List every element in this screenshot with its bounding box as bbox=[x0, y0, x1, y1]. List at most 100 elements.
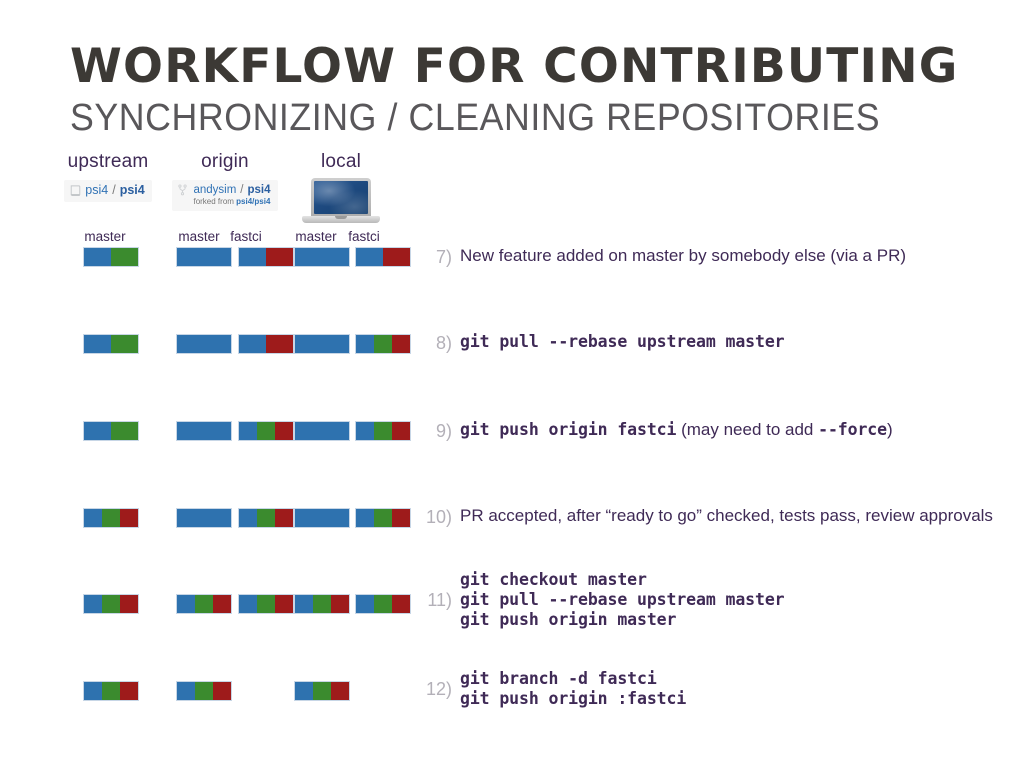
commit-segment-blue bbox=[356, 335, 374, 353]
branch-bar-origin-master bbox=[176, 508, 232, 528]
commit-segment-red bbox=[120, 509, 138, 527]
branch-label-row: master master fastci master fastci bbox=[0, 228, 1024, 246]
repo-badge-upstream[interactable]: psi4 / psi4 bbox=[64, 180, 152, 202]
branch-bar-origin-master bbox=[176, 594, 232, 614]
repo-badge-origin[interactable]: andysim / psi4 forked from psi4/psi4 bbox=[172, 180, 278, 211]
step-line: New feature added on master by somebody … bbox=[460, 246, 906, 266]
column-label-local: local bbox=[320, 151, 362, 172]
branch-bar-origin-fastci bbox=[238, 247, 294, 267]
forked-from-link[interactable]: psi4/psi4 bbox=[236, 197, 271, 206]
step-line: git pull --rebase upstream master bbox=[460, 332, 785, 352]
commit-segment-red bbox=[331, 595, 349, 613]
step-text: git pull --rebase upstream master bbox=[460, 332, 785, 352]
branch-bar-upstream-master bbox=[83, 421, 139, 441]
commit-segment-green bbox=[257, 509, 275, 527]
step-line: git pull --rebase upstream master bbox=[460, 590, 785, 610]
column-label-origin: origin bbox=[201, 151, 249, 172]
git-command: git push origin master bbox=[460, 610, 677, 629]
branch-bar-origin-master bbox=[176, 334, 232, 354]
commit-segment-green bbox=[102, 509, 120, 527]
commit-segment-red bbox=[392, 335, 410, 353]
branch-bar-local-fastci bbox=[355, 594, 411, 614]
commit-segment-green bbox=[374, 595, 392, 613]
commit-segment-blue bbox=[239, 335, 266, 353]
repo-forked-from: forked from psi4/psi4 bbox=[178, 197, 270, 207]
commit-segment-blue bbox=[84, 509, 102, 527]
commit-segment-blue bbox=[295, 509, 349, 527]
branch-bar-local-master bbox=[294, 681, 350, 701]
commit-segment-blue bbox=[239, 422, 257, 440]
step-number: 9) bbox=[435, 421, 452, 441]
commit-segment-blue bbox=[295, 248, 349, 266]
step-line: PR accepted, after “ready to go” checked… bbox=[460, 506, 993, 526]
commit-segment-red bbox=[275, 509, 293, 527]
commit-segment-red bbox=[331, 682, 349, 700]
branch-bar-origin-fastci bbox=[238, 594, 294, 614]
column-label-upstream: upstream bbox=[67, 151, 149, 172]
repo-owner-upstream[interactable]: psi4 bbox=[85, 183, 109, 197]
page-subtitle: SYNCHRONIZING / CLEANING REPOSITORIES bbox=[70, 97, 881, 139]
commit-segment-green bbox=[313, 682, 331, 700]
commit-segment-blue bbox=[84, 335, 111, 353]
repo-separator-upstream: / bbox=[112, 183, 116, 197]
commit-segment-green bbox=[195, 682, 213, 700]
branch-bar-origin-fastci bbox=[238, 421, 294, 441]
repo-owner-origin[interactable]: andysim bbox=[193, 184, 237, 196]
git-command: git checkout master bbox=[460, 570, 647, 589]
commit-segment-blue bbox=[177, 335, 231, 353]
step-line: git branch -d fastci bbox=[460, 669, 686, 689]
commit-segment-blue bbox=[84, 422, 111, 440]
branch-bar-upstream-master bbox=[83, 508, 139, 528]
page-title: WORKFLOW FOR CONTRIBUTING bbox=[70, 39, 959, 94]
commit-segment-green bbox=[102, 595, 120, 613]
step-line: git push origin :fastci bbox=[460, 689, 686, 709]
commit-segment-red bbox=[120, 595, 138, 613]
branch-bar-origin-fastci bbox=[238, 508, 294, 528]
branch-bar-origin-master bbox=[176, 681, 232, 701]
git-command: git pull --rebase upstream master bbox=[460, 590, 785, 609]
step-line: git push origin fastci (may need to add … bbox=[460, 420, 893, 440]
column-upstream: upstream psi4 / psi4 bbox=[46, 150, 170, 202]
step-text: git push origin fastci (may need to add … bbox=[460, 420, 893, 440]
commit-segment-blue bbox=[177, 682, 195, 700]
commit-segment-blue bbox=[295, 335, 349, 353]
step-number: 7) bbox=[435, 247, 452, 267]
forked-from-prefix: forked from bbox=[193, 197, 237, 206]
commit-segment-blue bbox=[356, 509, 374, 527]
commit-segment-green bbox=[257, 422, 275, 440]
commit-segment-blue bbox=[177, 248, 231, 266]
step-number: 8) bbox=[435, 333, 452, 353]
git-command: git push origin fastci bbox=[460, 420, 677, 439]
workflow-step: 9) git push origin fastci (may need to ad… bbox=[424, 420, 893, 442]
git-command: --force bbox=[818, 420, 887, 439]
branch-label-origin-master: master bbox=[178, 229, 220, 244]
repo-separator-origin: / bbox=[240, 184, 244, 196]
commit-segment-red bbox=[392, 595, 410, 613]
branch-bar-upstream-master bbox=[83, 594, 139, 614]
step-text: New feature added on master by somebody … bbox=[460, 246, 906, 266]
commit-segment-blue bbox=[84, 248, 111, 266]
commit-segment-red bbox=[266, 335, 293, 353]
workflow-step: 8) git pull --rebase upstream master bbox=[424, 332, 785, 354]
branch-label-local-master: master bbox=[295, 229, 337, 244]
commit-segment-green bbox=[111, 335, 138, 353]
git-command: git pull --rebase upstream master bbox=[460, 332, 785, 351]
branch-bar-local-fastci bbox=[355, 421, 411, 441]
commit-segment-blue bbox=[84, 595, 102, 613]
commit-segment-blue bbox=[295, 682, 313, 700]
commit-segment-blue bbox=[356, 248, 383, 266]
commit-segment-red bbox=[266, 248, 293, 266]
git-command: git push origin :fastci bbox=[460, 689, 687, 708]
repo-icon bbox=[70, 184, 81, 197]
commit-segment-red bbox=[213, 682, 231, 700]
commit-segment-green bbox=[195, 595, 213, 613]
commit-segment-blue bbox=[295, 595, 313, 613]
repo-name-origin[interactable]: psi4 bbox=[247, 184, 271, 196]
branch-bar-upstream-master bbox=[83, 247, 139, 267]
repo-name-upstream[interactable]: psi4 bbox=[119, 183, 145, 197]
branch-bar-local-master bbox=[294, 247, 350, 267]
branch-label-upstream-master: master bbox=[84, 229, 126, 244]
